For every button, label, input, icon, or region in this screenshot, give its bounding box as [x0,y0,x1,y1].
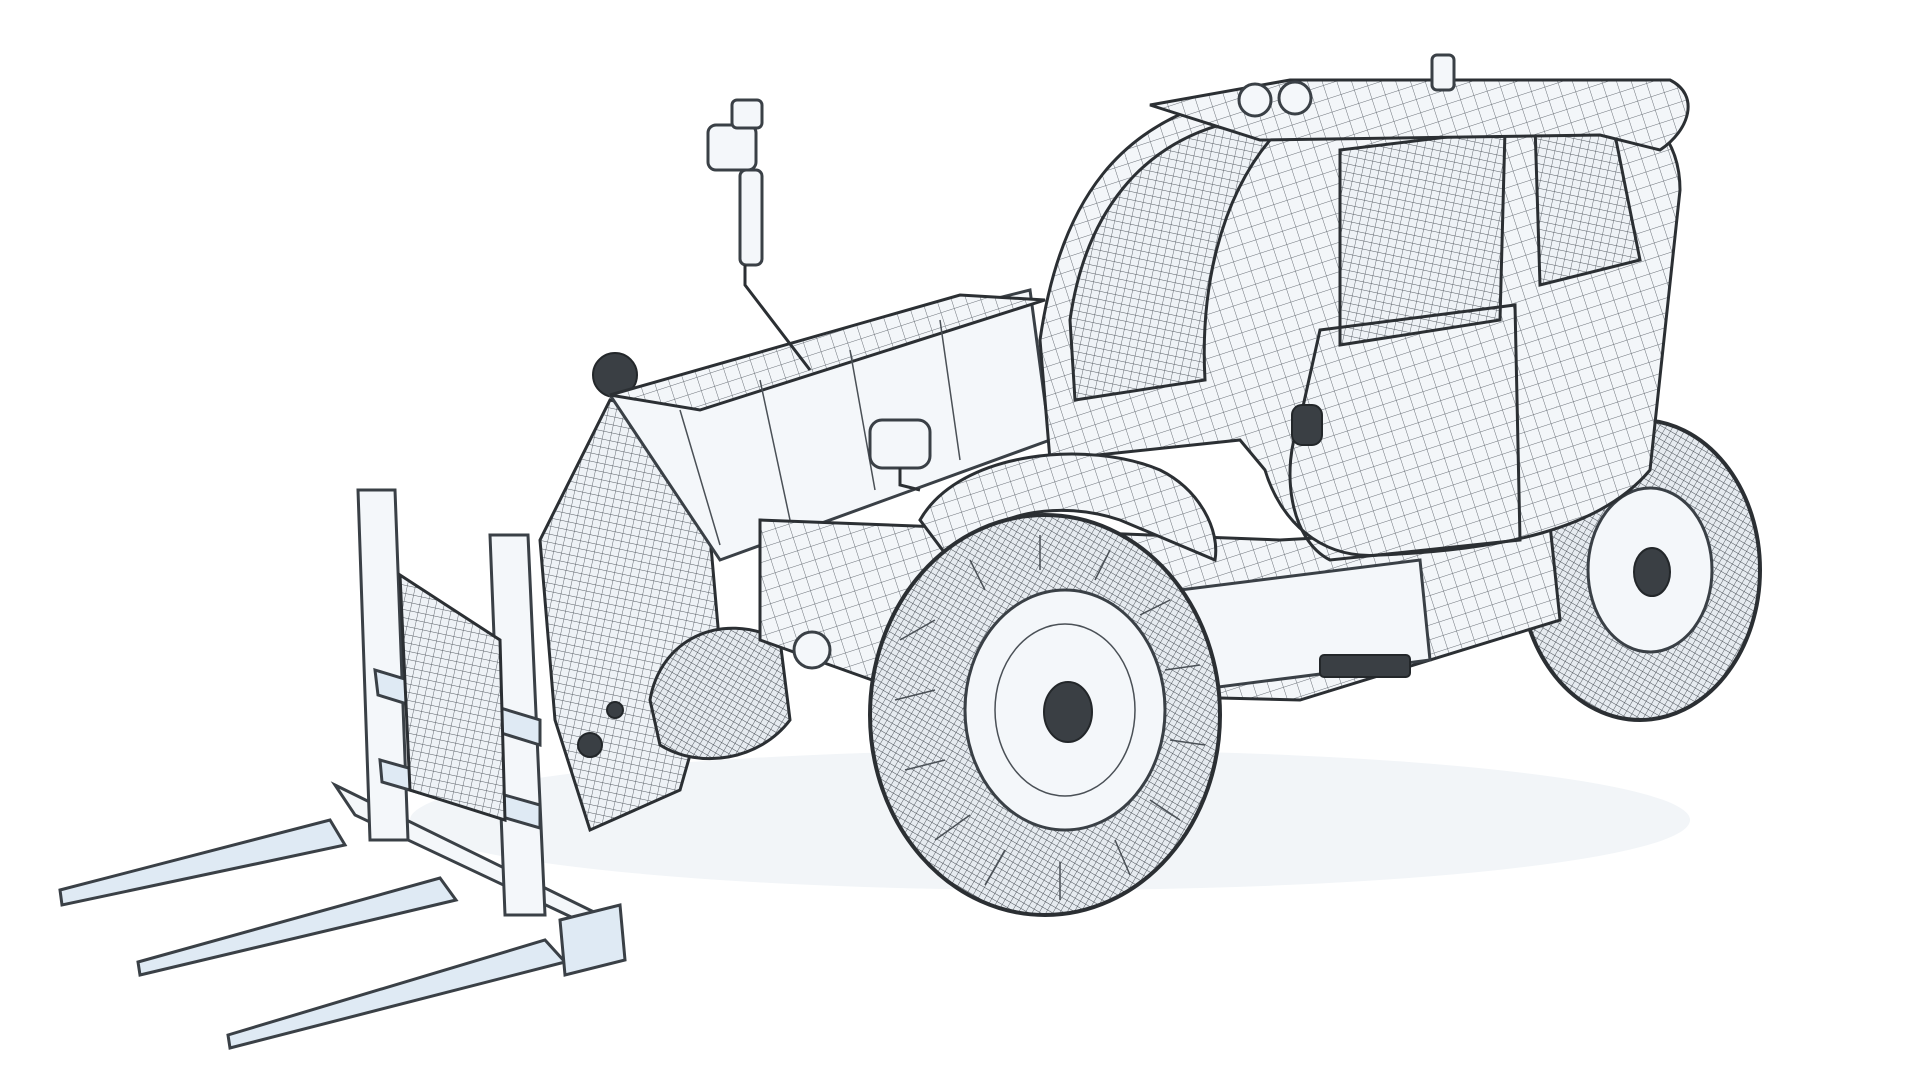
pallet-forks [58,781,627,1050]
carriage-plate [398,572,507,823]
boom-pivot-pin-2 [606,701,624,719]
mirror-lower [738,168,764,267]
front-hub [1043,681,1093,743]
mirror-top [730,98,764,130]
step [1319,654,1411,678]
tire-tread-lugs [894,535,1206,900]
roof-beacon [1430,53,1456,92]
fork-tine-2 [136,876,459,977]
side-mirror [706,98,812,371]
fork-crossbar-end [558,903,627,977]
cab-roof [1149,53,1690,152]
roof-light-right [1277,80,1313,116]
fork-tine-3 [226,938,568,1050]
hydraulic-fitting [792,630,832,670]
door-handle [1291,404,1323,446]
boom-pivot-pin [577,732,603,758]
mirror-upper [706,123,758,172]
roof-light-left [1237,82,1273,118]
telescopic-boom [607,288,1052,562]
fork-carriage [356,488,547,917]
boom-segment-lines [679,319,961,546]
work-light-housing [868,418,932,470]
far-front-tire [648,626,792,761]
cab-door-window [1338,128,1507,347]
mirror-arm [743,265,812,371]
beacon-lights [1237,80,1313,118]
boom-top-face [609,293,1046,412]
front-left-wheel [868,513,1222,917]
front-rim-inner [994,623,1136,797]
fork-tine-1 [58,818,348,907]
rear-hub [1633,547,1671,597]
work-light-bracket [898,468,921,492]
upright-left [356,488,410,842]
work-light [868,418,932,492]
front-right-wheel [648,626,792,761]
